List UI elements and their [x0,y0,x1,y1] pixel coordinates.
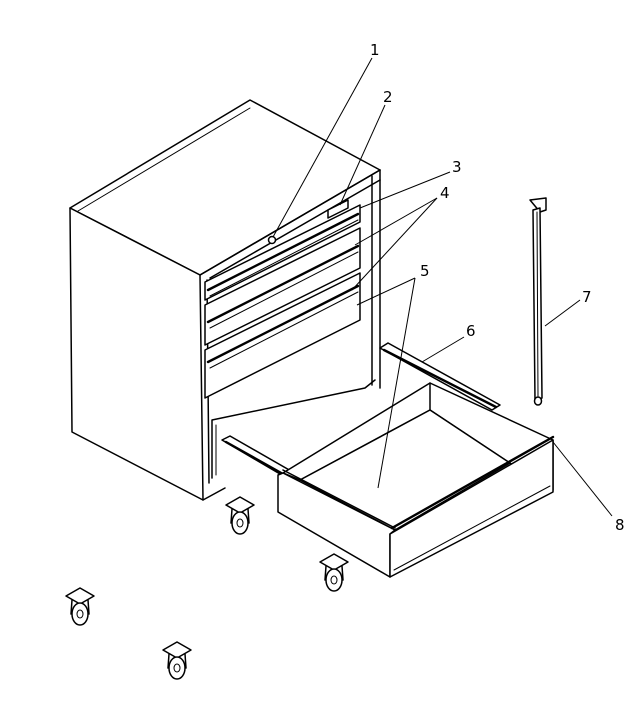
callout-2: 2 [383,88,393,106]
callout-4: 4 [440,184,450,202]
callout-6: 6 [466,322,476,340]
label-plate [327,199,349,219]
drawer-front-second [204,227,361,346]
caster-wheel-icon [319,553,349,592]
cabinet-body [69,99,381,501]
callout-7: 7 [582,288,592,306]
drawer-faces [204,199,361,399]
callout-8: 8 [615,516,625,534]
lock-icon [267,235,277,245]
leader-lines [272,57,613,517]
callout-3: 3 [452,158,462,176]
bottom-drawer-open [221,342,555,578]
callout-1: 1 [370,41,380,59]
lock-bar [529,197,547,406]
casters [65,496,349,680]
caster-wheel-icon [162,641,192,680]
caster-wheel-icon [225,496,255,535]
caster-wheel-icon [65,587,95,626]
callout-labels: 1 2 3 4 5 6 7 8 [370,41,625,534]
callout-5: 5 [420,262,430,280]
